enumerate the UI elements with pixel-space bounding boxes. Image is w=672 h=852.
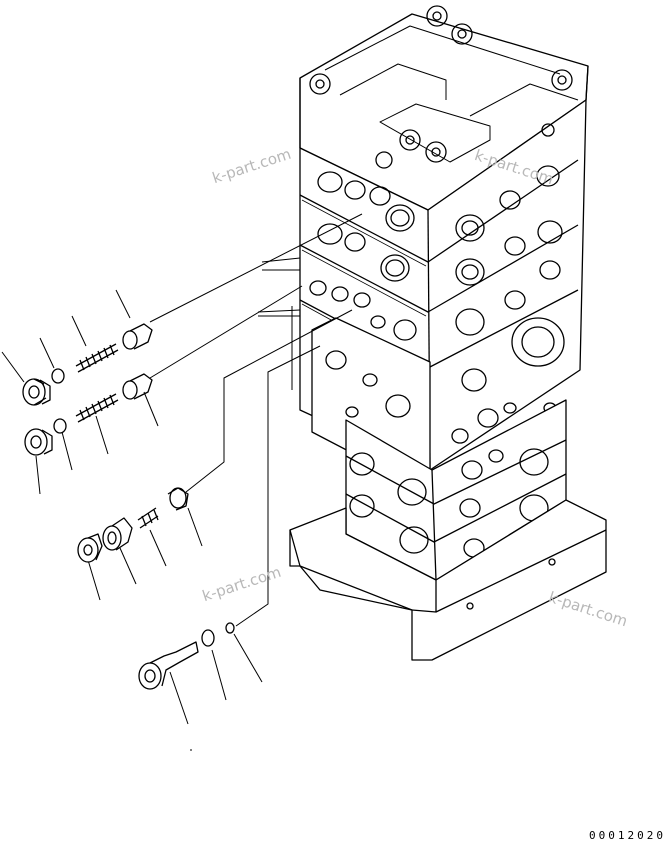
connector-4 <box>138 641 199 690</box>
o-ring-4a <box>201 629 215 647</box>
plug-1 <box>22 378 51 406</box>
sleeve-3 <box>102 517 133 551</box>
spring-2 <box>75 393 119 423</box>
plug-2 <box>24 428 53 456</box>
mounting-base-plate <box>289 499 607 661</box>
drawing-number: 00012020 <box>589 829 666 842</box>
callout-lines <box>1 289 263 751</box>
o-ring-2 <box>53 418 67 434</box>
leader-lines <box>149 213 363 627</box>
poppet-3 <box>167 487 189 511</box>
o-ring-4b <box>225 622 235 634</box>
spring-3 <box>137 507 159 529</box>
plug-3 <box>77 533 103 563</box>
control-valve-body <box>299 5 589 581</box>
o-ring-1 <box>51 368 65 384</box>
piston-2 <box>122 373 153 400</box>
spring-1 <box>75 343 119 373</box>
piston-1 <box>122 323 153 350</box>
